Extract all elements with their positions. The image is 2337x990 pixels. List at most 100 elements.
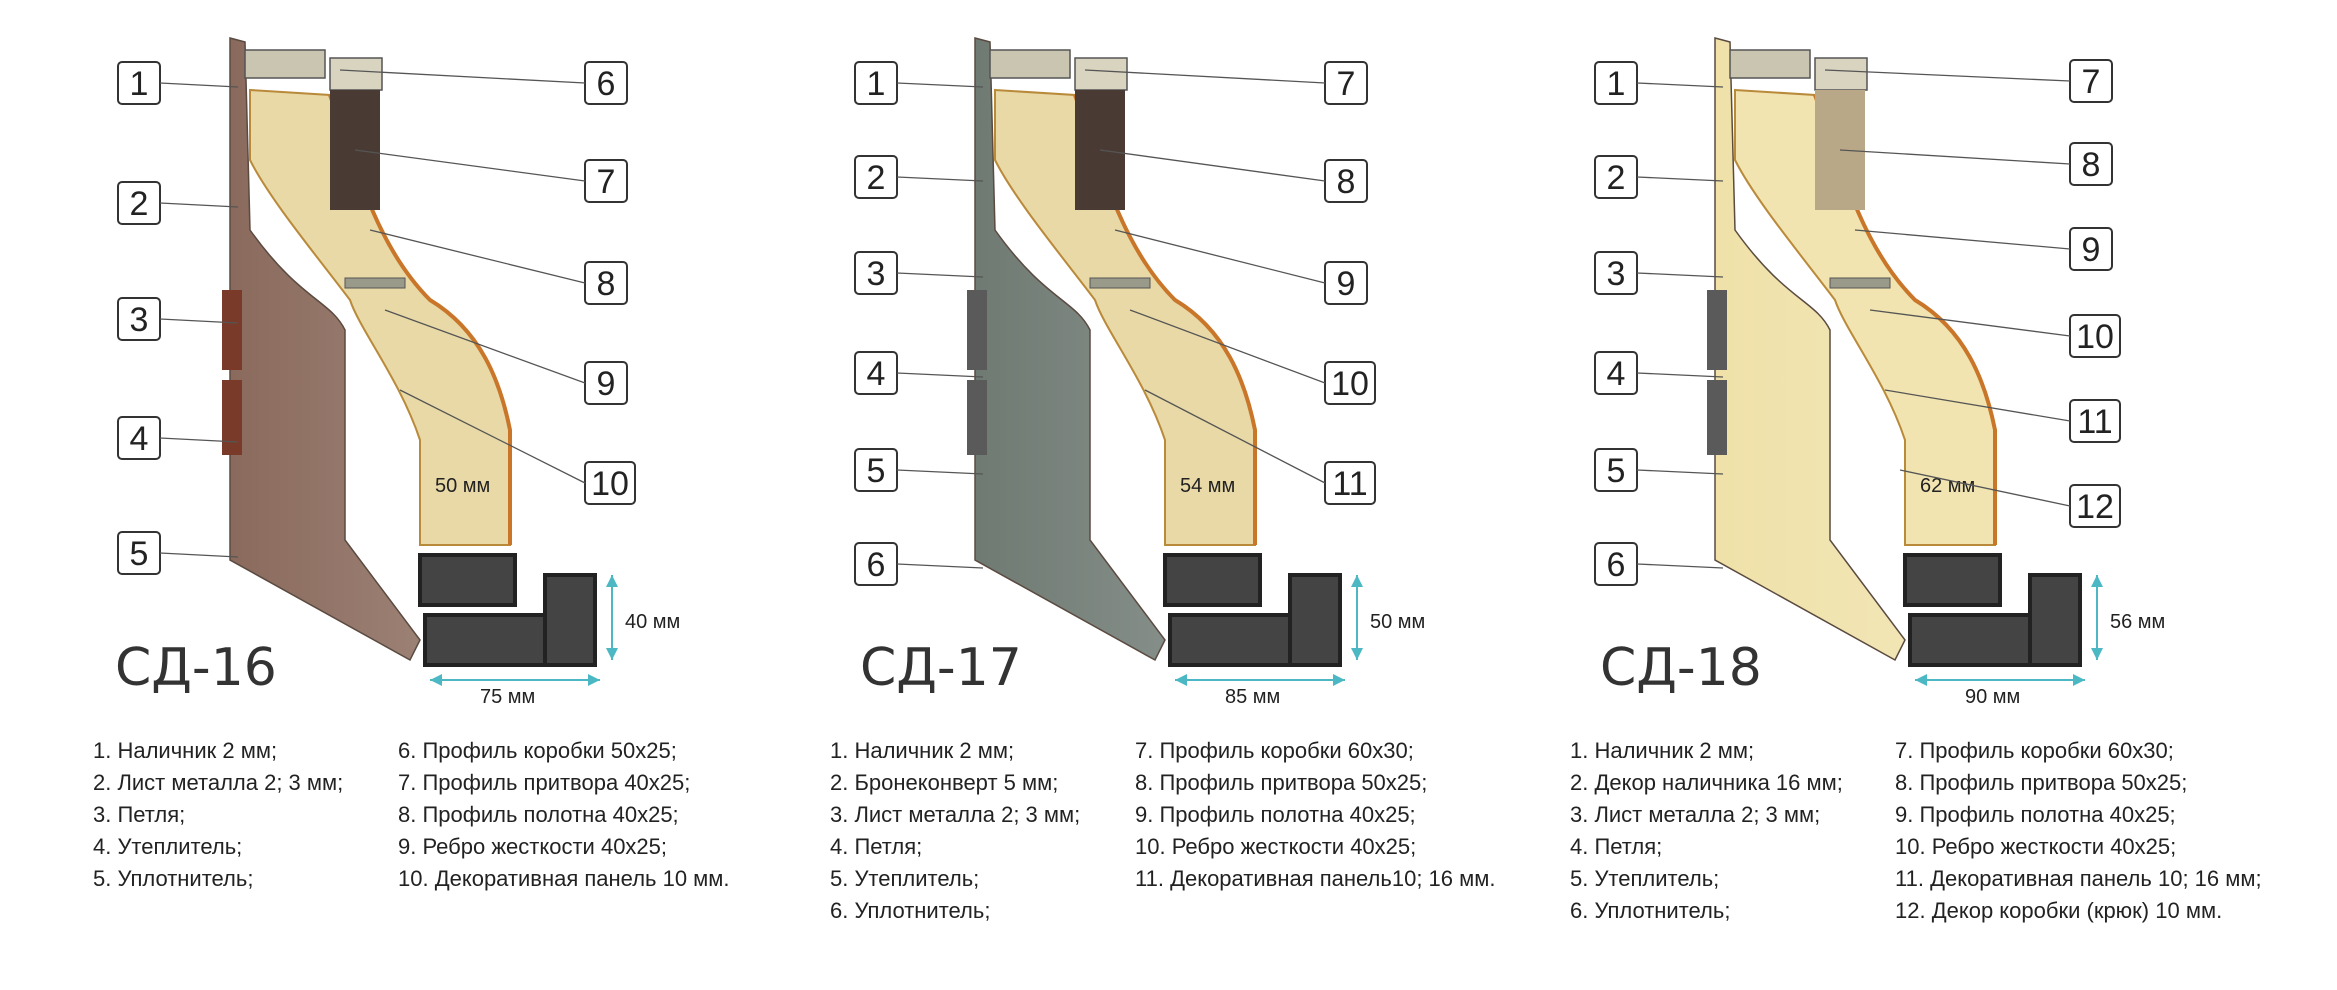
svg-text:11: 11 xyxy=(1332,465,1367,503)
arrow-head-right xyxy=(1333,674,1345,686)
legend-item: 3. Лист металла 2; 3 мм; xyxy=(830,802,1081,827)
frame-width-label: 85 мм xyxy=(1225,686,1280,708)
legend-item: 3. Петля; xyxy=(93,802,186,827)
legend-col1-model-3: 1. Наличник 2 мм; 2. Декор наличника 16 м… xyxy=(1570,735,1843,927)
legend-item: 9. Ребро жесткости 40х25; xyxy=(398,834,668,859)
callout-5: 5 xyxy=(1594,448,1724,492)
callout-8: 8 xyxy=(369,229,628,305)
arrow-head-up xyxy=(606,575,618,587)
top-profile-2 xyxy=(329,57,383,91)
legend-item: 6. Уплотнитель; xyxy=(1570,898,1731,923)
callout-6: 6 xyxy=(854,542,984,586)
svg-text:1: 1 xyxy=(867,65,886,103)
svg-text:4: 4 xyxy=(867,355,886,393)
svg-text:4: 4 xyxy=(130,420,149,458)
svg-text:10: 10 xyxy=(591,465,629,503)
callout-3: 3 xyxy=(117,297,239,341)
arrow-head-left xyxy=(430,674,442,686)
frame-height-label: 56 мм xyxy=(2110,611,2165,633)
legend-item: 2. Лист металла 2; 3 мм; xyxy=(93,770,344,795)
legend-item: 8. Профиль притвора 50х25; xyxy=(1895,770,2188,795)
leaf-width-label: 54 мм xyxy=(1180,475,1235,497)
top-profile-2 xyxy=(1074,57,1128,91)
legend-col1-model-1: 1. Наличник 2 мм; 2. Лист металла 2; 3 мм… xyxy=(93,735,343,895)
callout-8: 8 xyxy=(1839,142,2113,186)
arrow-head-right xyxy=(588,674,600,686)
callout-3: 3 xyxy=(1594,251,1724,295)
arrow-head-up xyxy=(2091,575,2103,587)
callout-2: 2 xyxy=(854,155,984,199)
legend-item: 5. Уплотнитель; xyxy=(93,866,254,891)
svg-text:7: 7 xyxy=(2082,63,2101,101)
legend-item: 2. Броне­конверт 5 мм; xyxy=(830,770,1059,795)
arrow-head-down xyxy=(1351,648,1363,660)
legend-item: 8. Профиль полотна 40х25; xyxy=(398,802,679,827)
legend-col2-model-2: 7. Профиль коробки 60х30;8. Профиль прит… xyxy=(1135,735,1496,895)
svg-text:5: 5 xyxy=(1607,452,1626,490)
hinge-lower xyxy=(1707,380,1727,455)
callout-1: 1 xyxy=(854,61,984,105)
arrow-head-left xyxy=(1175,674,1187,686)
svg-text:2: 2 xyxy=(867,159,886,197)
legend-item: 11. Декоративная панель10; 16 мм. xyxy=(1135,866,1496,891)
frame-height-label: 40 мм xyxy=(625,611,680,633)
frame-profile-side xyxy=(2028,573,2082,667)
hinge-upper xyxy=(1707,290,1727,370)
arrow-head-down xyxy=(2091,648,2103,660)
svg-text:2: 2 xyxy=(1607,159,1626,197)
svg-text:1: 1 xyxy=(130,65,149,103)
model-title: СД-18 xyxy=(1600,638,1762,698)
svg-text:4: 4 xyxy=(1607,355,1626,393)
callout-11: 11 xyxy=(1144,389,1376,505)
door-skin xyxy=(229,37,421,662)
legend-item: 11. Декоративная панель 10; 16 мм; xyxy=(1895,866,2262,891)
legend-item: 6. Уплотнитель; xyxy=(830,898,991,923)
arrow-head-up xyxy=(1351,575,1363,587)
legend-item: 1. Наличник 2 мм; xyxy=(93,738,278,763)
callout-10: 10 xyxy=(399,389,636,505)
svg-text:3: 3 xyxy=(1607,255,1626,293)
frame-profile-top xyxy=(1163,553,1262,607)
model-title: СД-17 xyxy=(860,638,1022,698)
top-profile-2 xyxy=(1814,57,1868,91)
callout-9: 9 xyxy=(1854,227,2113,271)
svg-text:9: 9 xyxy=(2082,231,2101,269)
legend-item: 3. Лист металла 2; 3 мм; xyxy=(1570,802,1821,827)
svg-text:3: 3 xyxy=(867,255,886,293)
svg-text:6: 6 xyxy=(597,65,616,103)
top-profile xyxy=(1729,49,1811,79)
frame-profile-side xyxy=(1288,573,1342,667)
frame-profile-top xyxy=(1903,553,2002,607)
callout-11: 11 xyxy=(1884,389,2121,443)
legend-col2-model-1: 6. Профиль коробки 50х25;7. Профиль прит… xyxy=(398,735,730,895)
legend-item: 2. Декор наличника 16 мм; xyxy=(1570,770,1843,795)
top-profile xyxy=(244,49,326,79)
legend-item: 9. Профиль полотна 40х25; xyxy=(1895,802,2176,827)
legend-item: 5. Утеплитель; xyxy=(830,866,980,891)
legend-item: 5. Утеплитель; xyxy=(1570,866,1720,891)
callout-10: 10 xyxy=(1129,309,1376,405)
legend-item: 10. Декоративная панель 10 мм. xyxy=(398,866,730,891)
callout-10: 10 xyxy=(1869,309,2121,358)
svg-text:11: 11 xyxy=(2077,403,2112,441)
svg-text:6: 6 xyxy=(1607,546,1626,584)
callout-6: 6 xyxy=(339,61,628,105)
svg-text:8: 8 xyxy=(2082,146,2101,184)
callout-3: 3 xyxy=(854,251,984,295)
legend-item: 10. Ребро жесткости 40х25; xyxy=(1895,834,2177,859)
callout-9: 9 xyxy=(384,309,628,405)
frame-height-label: 50 мм xyxy=(1370,611,1425,633)
legend-item: 4. Утеплитель; xyxy=(93,834,243,859)
hinge-lower xyxy=(967,380,987,455)
svg-text:10: 10 xyxy=(1331,365,1369,403)
door-skin xyxy=(1714,37,1906,662)
legend-item: 1. Наличник 2 мм; xyxy=(1570,738,1755,763)
legend-item: 6. Профиль коробки 50х25; xyxy=(398,738,677,763)
arrow-head-left xyxy=(1915,674,1927,686)
legend-item: 8. Профиль притвора 50х25; xyxy=(1135,770,1428,795)
stiffener-rib xyxy=(1089,277,1151,289)
svg-text:9: 9 xyxy=(1337,265,1356,303)
arrow-head-down xyxy=(606,648,618,660)
model-title: СД-16 xyxy=(115,638,277,698)
